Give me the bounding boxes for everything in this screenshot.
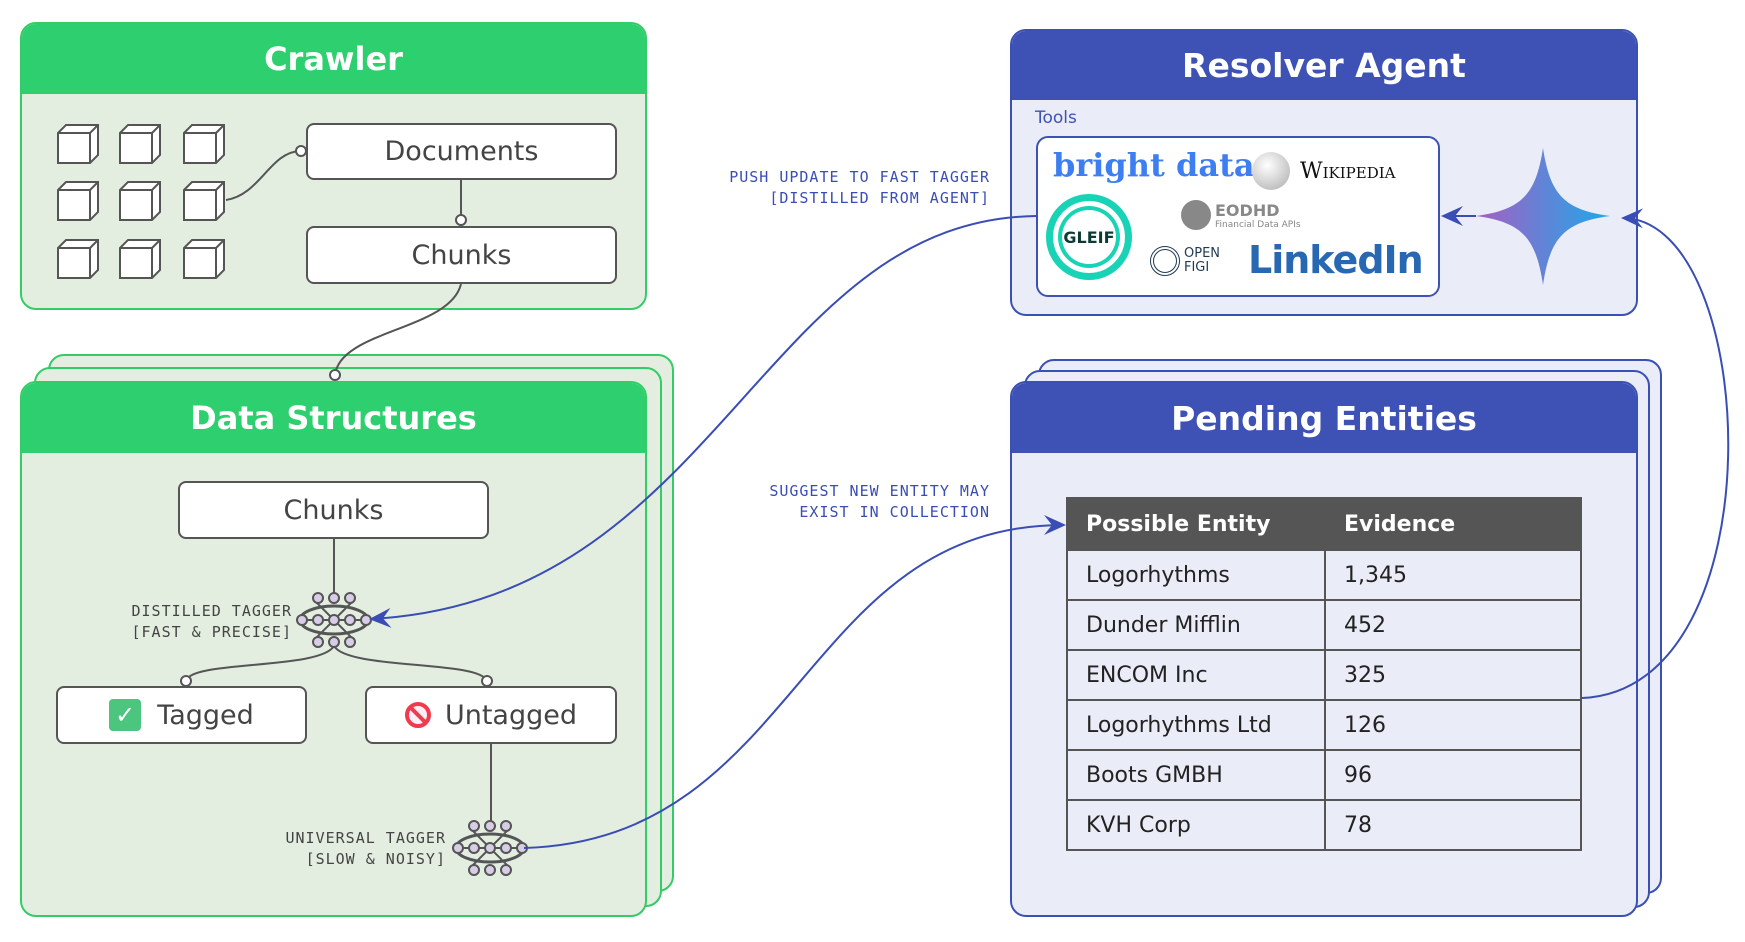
cube-icon: [119, 181, 161, 221]
data-structures-title: Data Structures: [22, 383, 645, 453]
cube-icon: [57, 239, 99, 279]
evidence-cell: 96: [1324, 749, 1582, 801]
wikipedia-globe-icon: [1252, 152, 1290, 190]
annotation-line: SUGGEST NEW ENTITY MAY: [769, 482, 990, 500]
wikipedia-logo: Wikipedia: [1252, 152, 1396, 190]
entity-cell: ENCOM Inc: [1066, 649, 1326, 701]
untagged-node: Untagged: [365, 686, 617, 744]
label-line: DISTILLED TAGGER: [131, 602, 292, 620]
distilled-tagger-network-icon: [296, 592, 372, 648]
suggest-entity-annotation: SUGGEST NEW ENTITY MAY EXIST IN COLLECTI…: [640, 481, 990, 523]
gleif-logo: GLEIF: [1046, 194, 1132, 280]
distilled-to-tagged: [185, 645, 335, 682]
distilled-tagger-label: DISTILLED TAGGER [FAST & PRECISE]: [60, 601, 292, 643]
table-header-row: Possible Entity Evidence: [1066, 497, 1582, 551]
annotation-line: EXIST IN COLLECTION: [799, 503, 990, 521]
entity-cell: Logorhythms Ltd: [1066, 699, 1326, 751]
pending-entities-title: Pending Entities: [1012, 383, 1636, 453]
evidence-cell: 325: [1324, 649, 1582, 701]
entity-cell: Dunder Mifflin: [1066, 599, 1326, 651]
tools-box: bright data Wikipedia GLEIF EODHD Financ…: [1036, 136, 1440, 297]
data-structures-panel: Data Structures: [20, 381, 647, 917]
resolver-agent-title: Resolver Agent: [1012, 31, 1636, 100]
brightdata-logo: bright data: [1053, 146, 1255, 184]
prohibited-icon: [404, 702, 431, 728]
logo-text: EODHD: [1215, 200, 1280, 220]
label-line: [FAST & PRECISE]: [131, 623, 292, 641]
evidence-cell: 126: [1324, 699, 1582, 751]
openfigi-logo: OPEN FIGI: [1150, 246, 1226, 276]
chunks-node: Chunks: [178, 481, 489, 539]
agent-sparkle-icon: [1476, 148, 1610, 285]
entity-cell: Logorhythms: [1066, 549, 1326, 601]
tagged-label: Tagged: [157, 699, 254, 731]
documents-node: Documents: [306, 123, 617, 180]
column-header: Evidence: [1324, 497, 1582, 551]
universal-tagger-label: UNIVERSAL TAGGER [SLOW & NOISY]: [210, 828, 446, 870]
linkedin-logo: LinkedIn: [1248, 238, 1424, 282]
evidence-cell: 1,345: [1324, 549, 1582, 601]
annotation-line: PUSH UPDATE TO FAST TAGGER: [729, 168, 990, 186]
cube-icon: [57, 181, 99, 221]
cube-icon: [119, 239, 161, 279]
entity-cell: Boots GMBH: [1066, 749, 1326, 801]
cube-icon: [57, 124, 99, 164]
logo-text: OPEN FIGI: [1184, 246, 1221, 275]
annotation-line: [DISTILLED FROM AGENT]: [769, 189, 990, 207]
check-icon: ✓: [109, 699, 142, 731]
evidence-to-agent-arrow: [1581, 208, 1730, 699]
push-update-annotation: PUSH UPDATE TO FAST TAGGER [DISTILLED FR…: [640, 167, 990, 209]
universal-tagger-network-icon: [452, 820, 528, 876]
label-line: UNIVERSAL TAGGER: [285, 829, 446, 847]
suggest-entity-arrow: [523, 515, 1066, 849]
logo-subtext: Financial Data APIs: [1215, 219, 1301, 230]
logo-text: bright data: [1053, 146, 1255, 184]
evidence-cell: 452: [1324, 599, 1582, 651]
cubes-to-documents: [225, 150, 301, 201]
crawler-chunks-node: Chunks: [306, 226, 617, 284]
untagged-label: Untagged: [444, 699, 578, 731]
cube-icon: [183, 239, 225, 279]
eodhd-logo: EODHD Financial Data APIs: [1181, 200, 1301, 230]
evidence-cell: 78: [1324, 799, 1582, 851]
logo-text: GLEIF: [1063, 227, 1115, 247]
entity-cell: KVH Corp: [1066, 799, 1326, 851]
logo-text: Wikipedia: [1300, 158, 1396, 184]
tagged-node: ✓ Tagged: [56, 686, 307, 744]
crawler-title: Crawler: [22, 24, 645, 94]
logo-text: LinkedIn: [1248, 238, 1424, 282]
cube-icon: [183, 124, 225, 164]
openfigi-icon: [1150, 246, 1180, 276]
cube-icon: [119, 124, 161, 164]
push-update-arrow: [369, 215, 1037, 628]
cube-icon: [183, 181, 225, 221]
label-line: [SLOW & NOISY]: [305, 850, 446, 868]
tools-label: Tools: [1035, 108, 1077, 128]
distilled-to-untagged: [333, 645, 488, 682]
column-header: Possible Entity: [1066, 497, 1326, 551]
chunks-to-data-structures: [334, 283, 462, 376]
eodhd-icon: [1181, 200, 1211, 230]
